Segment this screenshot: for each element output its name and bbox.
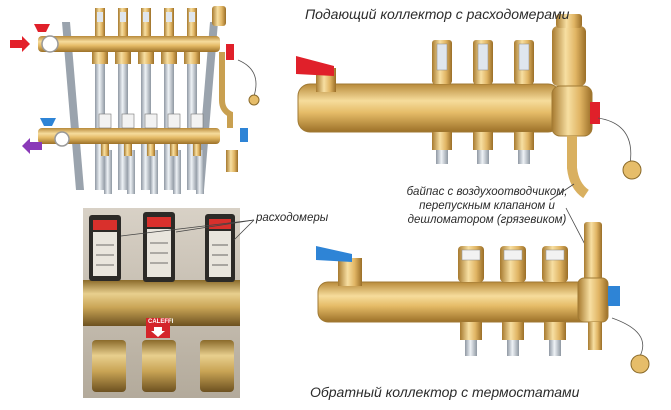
photo-tag-text: CALEFFI <box>148 319 174 325</box>
drain-cap-icon <box>622 160 642 180</box>
red-valve-handle-icon <box>296 56 334 76</box>
leader-lines-flowmeters <box>120 219 255 241</box>
drain-valve <box>226 150 238 172</box>
drain-cap-icon <box>248 94 260 106</box>
photo-flowmeters <box>83 208 240 398</box>
blue-valve-handle-icon <box>316 246 352 262</box>
drain-chain <box>597 117 632 165</box>
return-outlet-pipes <box>460 322 566 356</box>
flow-arrow-icon <box>151 327 165 337</box>
flow-arrow-icon <box>22 138 42 154</box>
mount-bracket-right <box>196 22 218 190</box>
drain-chain <box>611 317 644 357</box>
flowmeter-icon <box>95 8 197 36</box>
drain-cap-icon <box>630 354 650 374</box>
pressure-gauge-icon <box>54 131 70 147</box>
pipe-nuts-top <box>92 52 200 64</box>
red-valve-handle-icon <box>34 24 50 32</box>
supply-header-bar <box>38 36 220 52</box>
bypass-pipe <box>219 52 233 128</box>
blue-valve-handle-icon <box>608 286 620 306</box>
flowmeter-icon <box>432 40 534 84</box>
air-vent-icon <box>212 6 226 26</box>
supply-manifold-section <box>296 14 642 199</box>
air-vent-icon <box>552 26 586 86</box>
label-bypass-line-3: дешломатором (грязевиком) <box>407 214 567 226</box>
drain-pipe <box>567 136 589 199</box>
thermostat-cap-icon <box>98 113 204 156</box>
return-manifold-section <box>316 222 650 374</box>
manifold-assembly <box>10 6 260 194</box>
title-return-manifold: Обратный коллектор с термостатами <box>310 384 580 400</box>
label-bypass: байпас с воздухоотводчиком, перепускным … <box>398 185 576 227</box>
return-header-bar <box>38 128 220 144</box>
drain-valve <box>588 322 602 350</box>
blue-valve-handle-icon <box>40 118 56 126</box>
label-bypass-line-2: перепускным клапаном и <box>419 200 555 212</box>
flowmeter-icon <box>89 212 235 282</box>
red-valve-handle-icon <box>226 44 234 60</box>
label-flowmeters: расходомеры <box>256 212 329 224</box>
mount-bracket-left <box>62 22 84 190</box>
drain-chain <box>237 59 257 97</box>
pressure-gauge-icon <box>41 35 59 53</box>
label-bypass-line-1: байпас с воздухоотводчиком, <box>406 186 568 198</box>
flow-arrow-icon <box>10 36 30 52</box>
red-valve-handle-icon <box>590 102 600 124</box>
thermostat-cap-icon <box>458 246 568 282</box>
bypass-riser <box>584 222 602 282</box>
blue-valve-handle-icon <box>240 128 248 142</box>
title-supply-manifold: Подающий коллектор с расходомерами <box>305 6 570 22</box>
outlet-pipes <box>432 132 534 164</box>
